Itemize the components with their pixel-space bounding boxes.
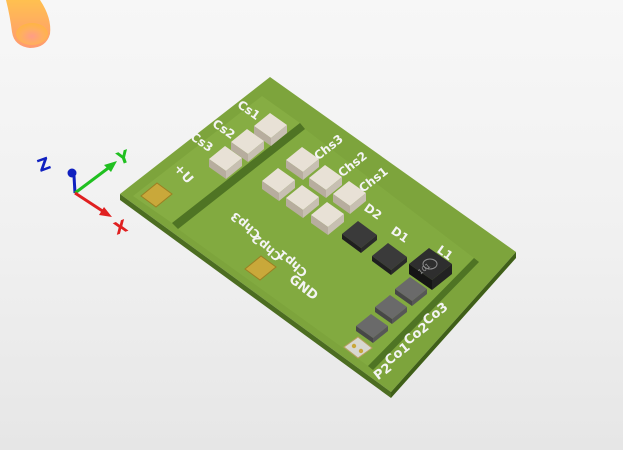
y-axis-line — [74, 164, 112, 195]
capacitor-chs2[interactable] — [309, 165, 342, 198]
capacitor-cs1[interactable] — [254, 113, 287, 146]
vin-pad[interactable] — [140, 182, 173, 208]
z-axis-label: Z — [35, 154, 53, 177]
light-source-glow — [6, 0, 51, 48]
y-axis-label: Y — [113, 146, 133, 170]
capacitor-chp3[interactable] — [262, 168, 295, 201]
capacitor-chp1[interactable] — [311, 202, 344, 235]
board-front-edge — [120, 194, 391, 398]
capacitor-cs2[interactable] — [231, 129, 264, 162]
board-side-edge — [391, 252, 516, 398]
y-axis-arrow — [104, 161, 117, 172]
capacitor-chs3[interactable] — [286, 147, 319, 180]
capacitor-co2[interactable] — [375, 295, 407, 324]
z-axis-line — [72, 175, 77, 194]
x-axis-line — [74, 191, 105, 214]
connector-p2[interactable] — [343, 336, 373, 359]
z-axis-cap — [67, 168, 77, 178]
capacitor-co3[interactable] — [395, 277, 427, 306]
gnd-pad[interactable] — [244, 255, 277, 281]
zone-gap — [172, 123, 305, 229]
pcb-board[interactable] — [120, 77, 516, 398]
l1-pin1-mark — [422, 258, 438, 270]
inductor-l1[interactable]: 101 — [409, 248, 452, 290]
capacitor-chp2[interactable] — [286, 185, 319, 218]
diode-d2[interactable] — [342, 221, 377, 253]
zone-gap-2 — [368, 258, 479, 370]
x-axis-label: X — [111, 216, 130, 239]
axis-gizmo: Z Y X — [35, 146, 133, 239]
capacitor-cs3[interactable] — [209, 146, 242, 179]
x-axis-arrow — [99, 207, 112, 217]
capacitor-co1[interactable] — [356, 314, 388, 343]
capacitor-chs1[interactable] — [333, 181, 366, 214]
diode-d1[interactable] — [372, 243, 407, 275]
